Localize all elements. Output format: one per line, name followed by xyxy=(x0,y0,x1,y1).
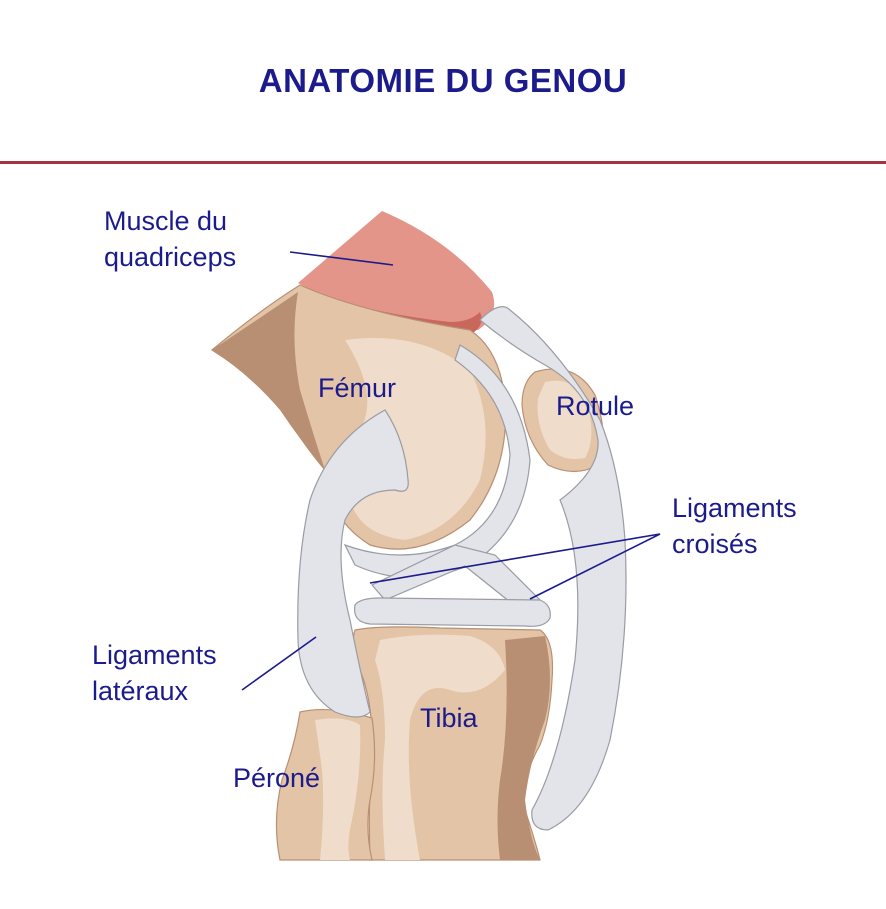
page-title: ANATOMIE DU GENOU xyxy=(258,62,628,99)
tibia-shadow xyxy=(497,636,550,860)
leader-croises-b xyxy=(529,533,661,600)
label-quadriceps-line1: Muscle du xyxy=(104,206,228,236)
label-lateraux-line1: Ligaments xyxy=(92,640,217,670)
label-tibia: Tibia xyxy=(420,703,478,733)
label-rotule: Rotule xyxy=(556,391,635,421)
tibia-highlight xyxy=(375,634,505,860)
leader-croises-a xyxy=(369,533,661,584)
title-divider xyxy=(0,161,886,164)
label-lateraux-line2: latéraux xyxy=(92,676,189,706)
patellar-tendon xyxy=(479,306,627,831)
quadriceps-muscle xyxy=(298,211,495,330)
label-ligaments-lateraux: Ligaments latéraux xyxy=(92,637,217,709)
label-perone: Péroné xyxy=(233,763,321,793)
meniscus xyxy=(353,597,551,627)
femur-cartilage xyxy=(343,344,531,579)
fibula-highlight xyxy=(315,718,361,860)
femur-shadow xyxy=(212,292,325,470)
collateral-ligament xyxy=(297,409,409,718)
patella-highlight xyxy=(537,380,592,459)
label-quadriceps: Muscle du quadriceps xyxy=(104,203,236,275)
leader-quadriceps xyxy=(289,251,394,266)
label-croises-line1: Ligaments xyxy=(672,493,797,523)
label-femur: Fémur xyxy=(318,373,397,403)
label-croises-line2: croisés xyxy=(672,529,758,559)
label-quadriceps-line2: quadriceps xyxy=(104,242,237,272)
label-ligaments-croises: Ligaments croisés xyxy=(672,490,797,562)
leader-lateraux xyxy=(241,636,317,691)
quadriceps-muscle-shade xyxy=(300,287,482,335)
